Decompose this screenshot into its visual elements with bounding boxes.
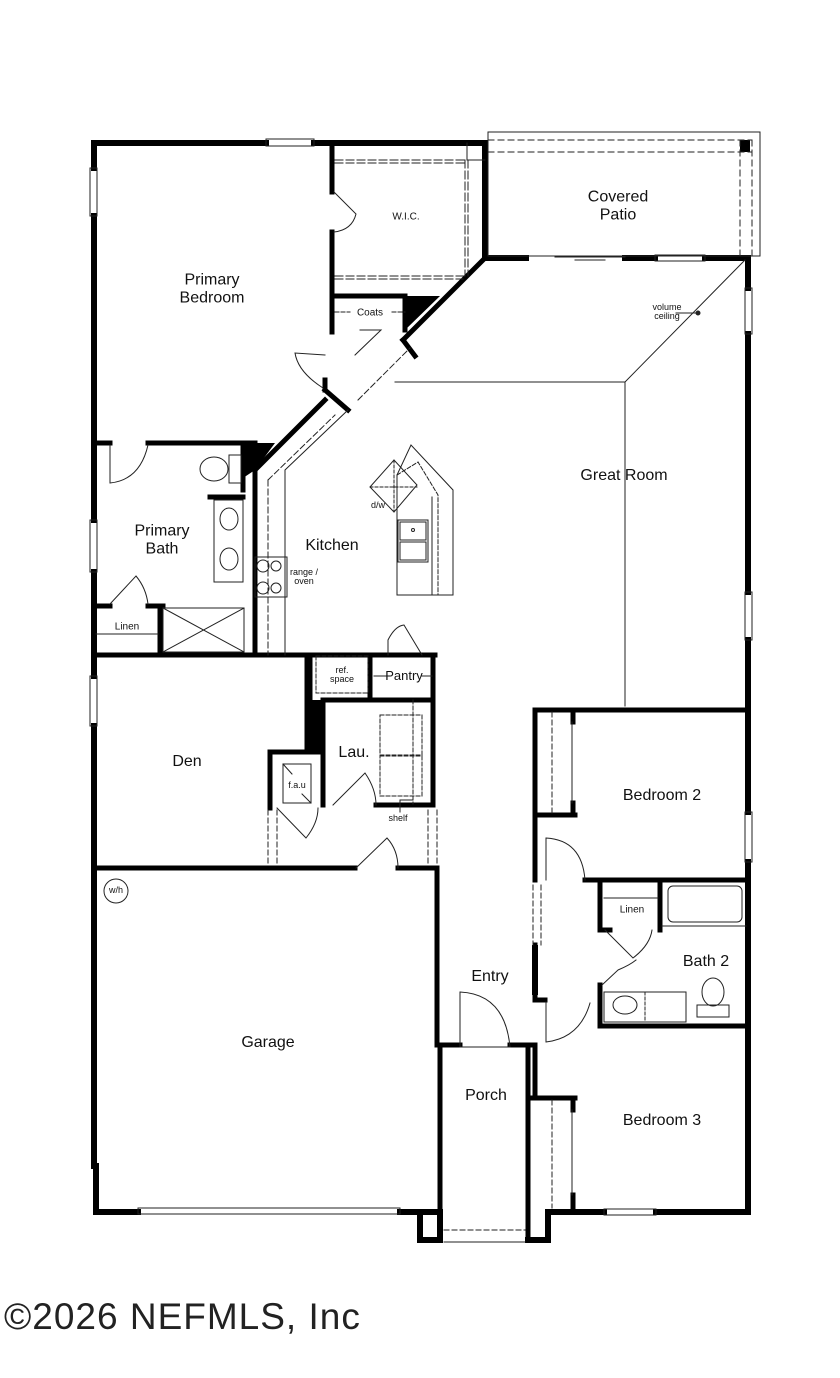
kitchen-island bbox=[396, 444, 454, 596]
ref-space bbox=[315, 655, 369, 694]
door-entry[interactable] bbox=[459, 991, 511, 1048]
door-primary-bath[interactable] bbox=[109, 444, 149, 484]
fau-unit bbox=[282, 763, 312, 804]
room-label-porch: Porch bbox=[465, 1087, 507, 1105]
window bbox=[89, 167, 98, 217]
door-linen[interactable] bbox=[109, 575, 149, 605]
bath2-toilet bbox=[701, 977, 725, 1007]
room-label-linen-bath2: Linen bbox=[619, 904, 645, 916]
wall-fills bbox=[243, 140, 750, 995]
label-water-heater: w/h bbox=[108, 885, 124, 896]
room-label-linen-primary: Linen bbox=[114, 621, 140, 633]
window bbox=[744, 811, 753, 863]
room-label-laundry: Lau. bbox=[338, 744, 370, 762]
shower bbox=[162, 607, 245, 653]
garage-door bbox=[137, 1207, 401, 1215]
window bbox=[89, 519, 98, 573]
label-dishwasher: d/w bbox=[370, 500, 386, 511]
room-label-primary-bedroom: Primary Bedroom bbox=[179, 271, 245, 306]
door-bedroom2[interactable] bbox=[545, 837, 586, 881]
range-oven bbox=[254, 556, 288, 598]
door-wic[interactable] bbox=[333, 191, 357, 233]
window bbox=[744, 591, 753, 641]
door-linen-bath2[interactable] bbox=[604, 929, 653, 959]
window bbox=[603, 1208, 657, 1216]
room-label-primary-bath: Primary Bath bbox=[134, 522, 190, 557]
label-ref-space: ref. space bbox=[329, 665, 355, 684]
door-laundry[interactable] bbox=[332, 772, 377, 806]
bathtub bbox=[667, 885, 743, 923]
door-garage[interactable] bbox=[355, 837, 399, 869]
double-vanity bbox=[213, 499, 244, 583]
room-label-kitchen: Kitchen bbox=[305, 537, 359, 555]
room-label-den: Den bbox=[172, 753, 202, 771]
window bbox=[265, 138, 315, 147]
room-label-bedroom2: Bedroom 2 bbox=[622, 787, 702, 805]
covered-patio-outline bbox=[487, 131, 761, 257]
dryer bbox=[379, 755, 423, 797]
water-heater bbox=[103, 878, 129, 904]
room-label-covered-patio: Covered Patio bbox=[587, 188, 649, 223]
washer bbox=[379, 714, 423, 756]
room-label-wic: W.I.C. bbox=[392, 211, 420, 223]
label-range-oven: range / oven bbox=[289, 567, 319, 586]
door-bath2[interactable] bbox=[601, 959, 637, 986]
room-label-pantry: Pantry bbox=[385, 667, 423, 683]
room-label-garage: Garage bbox=[241, 1034, 295, 1052]
kitchen-sink bbox=[397, 519, 429, 563]
room-label-bath2: Bath 2 bbox=[682, 953, 730, 971]
room-label-great-room: Great Room bbox=[580, 467, 668, 485]
door-bedroom3[interactable] bbox=[545, 1001, 591, 1043]
room-label-bedroom3: Bedroom 3 bbox=[622, 1112, 702, 1130]
room-label-coats: Coats bbox=[356, 307, 384, 319]
label-volume-ceiling: volume ceiling bbox=[652, 302, 682, 321]
exterior-walls bbox=[91, 140, 751, 1243]
window bbox=[744, 287, 753, 335]
door-fau[interactable] bbox=[276, 807, 319, 839]
copyright-watermark: ©2026 NEFMLS, Inc bbox=[4, 1296, 361, 1337]
door-primary-bedroom[interactable] bbox=[294, 352, 326, 389]
window bbox=[89, 675, 98, 727]
door-coats[interactable] bbox=[354, 329, 383, 356]
label-shelf: shelf bbox=[388, 813, 408, 824]
door-pantry[interactable] bbox=[387, 624, 423, 656]
toilet bbox=[199, 456, 229, 482]
label-fau: f.a.u bbox=[288, 780, 306, 791]
room-label-entry: Entry bbox=[471, 968, 509, 986]
window bbox=[654, 254, 706, 262]
